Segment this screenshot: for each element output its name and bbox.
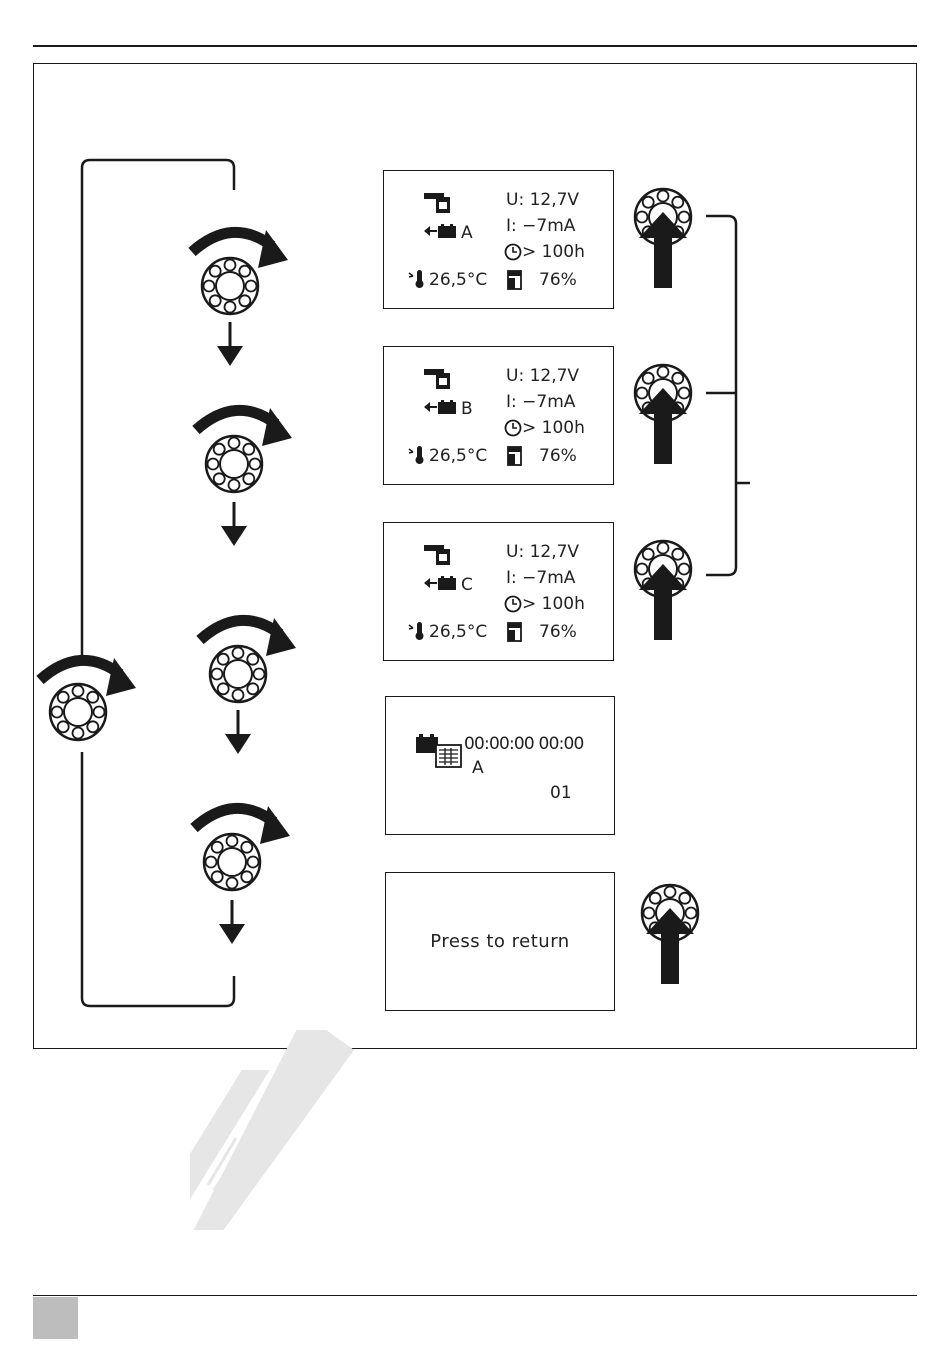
clock-icon <box>504 242 524 262</box>
clock-icon <box>504 418 524 438</box>
lcd-screen-c: C U: 12,7V I: −7mA > 100h 26,5°C 76% <box>383 522 614 661</box>
page-marker <box>33 1297 78 1339</box>
battery-level-icon <box>506 621 524 643</box>
lcd-screen-a: A U: 12,7V I: −7mA > 100h 26,5°C 76% <box>383 170 614 309</box>
log-datetime: 00:00:00 00:00 <box>464 735 584 753</box>
charge-reading: 76% <box>539 271 577 289</box>
battery-level-icon <box>506 269 524 291</box>
charger-icon <box>422 539 462 579</box>
mode-label: B <box>461 400 473 418</box>
log-number: 01 <box>550 784 572 802</box>
footer-rule <box>33 1295 917 1296</box>
time-reading: > 100h <box>522 595 585 613</box>
lcd-screen-b: B U: 12,7V I: −7mA > 100h 26,5°C 76% <box>383 346 614 485</box>
battery-log-icon <box>414 733 464 769</box>
log-mode: A <box>472 759 484 777</box>
charger-icon <box>422 363 462 403</box>
time-reading: > 100h <box>522 243 585 261</box>
mode-label: A <box>461 224 473 242</box>
time-reading: > 100h <box>522 419 585 437</box>
current-reading: I: −7mA <box>506 393 575 411</box>
mode-label: C <box>461 576 473 594</box>
voltage-reading: U: 12,7V <box>506 191 579 209</box>
charger-icon <box>422 187 462 227</box>
temperature-reading: 26,5°C <box>429 623 487 641</box>
watermark-logo <box>190 1020 380 1240</box>
lcd-screen-return: Press to return <box>385 872 615 1011</box>
battery-arrow-icon <box>422 575 462 593</box>
charge-reading: 76% <box>539 623 577 641</box>
lcd-screen-log: 00:00:00 00:00 A 01 <box>385 696 615 835</box>
charge-reading: 76% <box>539 447 577 465</box>
battery-arrow-icon <box>422 399 462 417</box>
voltage-reading: U: 12,7V <box>506 367 579 385</box>
current-reading: I: −7mA <box>506 217 575 235</box>
temperature-reading: 26,5°C <box>429 271 487 289</box>
battery-arrow-icon <box>422 223 462 241</box>
clock-icon <box>504 594 524 614</box>
battery-level-icon <box>506 445 524 467</box>
thermometer-icon <box>408 444 430 466</box>
return-message: Press to return <box>386 931 614 952</box>
thermometer-icon <box>408 620 430 642</box>
thermometer-icon <box>408 268 430 290</box>
temperature-reading: 26,5°C <box>429 447 487 465</box>
current-reading: I: −7mA <box>506 569 575 587</box>
voltage-reading: U: 12,7V <box>506 543 579 561</box>
